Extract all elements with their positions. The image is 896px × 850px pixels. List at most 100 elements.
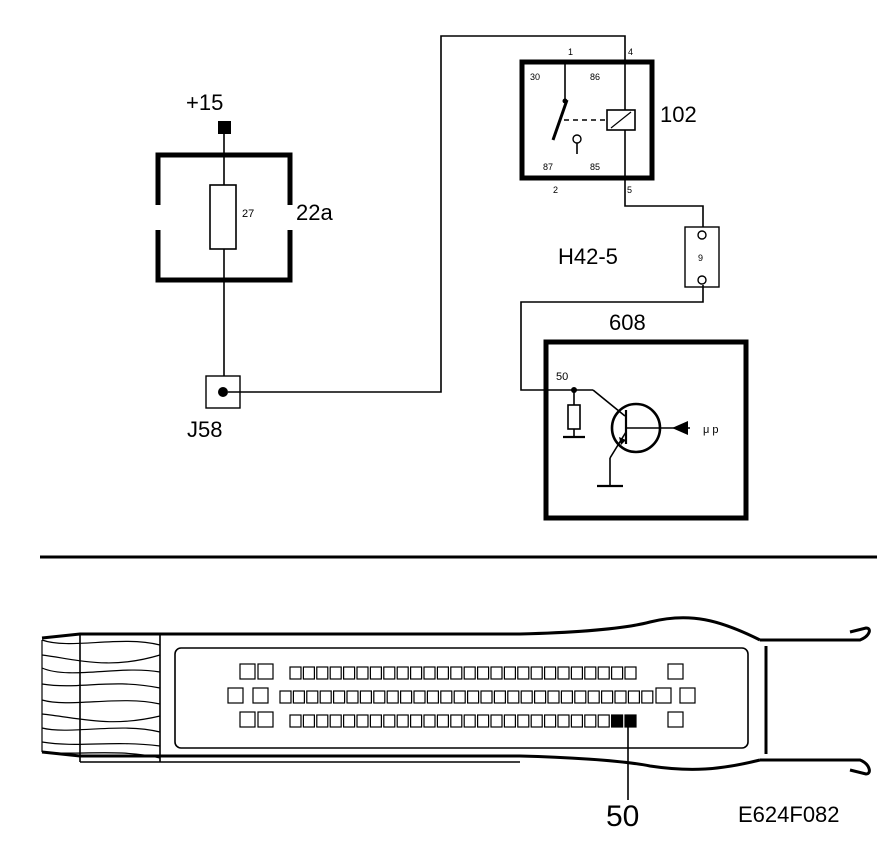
connector-pin-cell xyxy=(477,666,490,680)
connector-pin-cell xyxy=(316,714,329,728)
connector-pin-cell xyxy=(503,714,516,728)
pin-grid xyxy=(227,663,696,728)
connector-pin-cell xyxy=(547,690,560,704)
connector-pin-cell xyxy=(292,690,305,704)
connector-pin-cell xyxy=(574,690,587,704)
connector-pin-cell xyxy=(655,687,672,704)
connector-pin-cell xyxy=(453,690,466,704)
connector-pin-cell xyxy=(490,666,503,680)
connector-pin-cell xyxy=(533,690,547,704)
connector-pin-cell xyxy=(557,714,570,728)
connector-pin-cell xyxy=(543,666,557,680)
junction-label: J58 xyxy=(187,417,222,442)
connector-pin-cell xyxy=(227,687,244,704)
connector-pin-cell xyxy=(667,711,684,728)
connector-pin-cell xyxy=(624,666,637,680)
connector-pin-cell xyxy=(302,666,315,680)
connector-pin-cell xyxy=(463,714,476,728)
relay-terminal-85: 85 xyxy=(590,162,600,172)
pin-callout: 50 xyxy=(606,800,639,833)
connector-pin-cell xyxy=(570,714,584,728)
connector-pin-cell xyxy=(503,666,516,680)
connector-pin-cell xyxy=(400,690,413,704)
connector-pin-cell xyxy=(507,690,520,704)
connector-pin-cell xyxy=(570,666,584,680)
connector-pin-cell xyxy=(490,714,503,728)
connector-pin-cell xyxy=(493,690,506,704)
connector-pin-cell xyxy=(279,690,292,704)
control-unit-label: 608 xyxy=(609,310,646,335)
connector-pin-cell xyxy=(517,714,530,728)
connector-pin-cell xyxy=(369,714,382,728)
connector-pin-cell xyxy=(463,666,476,680)
connector-pin-cell xyxy=(610,666,624,680)
connector-pin-cell xyxy=(530,666,543,680)
supply-terminal xyxy=(218,121,231,134)
connector-pin-cell xyxy=(520,690,533,704)
connector-pin-cell xyxy=(450,714,463,728)
connector-pin-cell xyxy=(369,666,382,680)
connector-pin-cell xyxy=(346,690,359,704)
relay-pin-4: 4 xyxy=(628,47,633,57)
connector-pin-cell xyxy=(641,690,654,704)
connector-pin-cell xyxy=(480,690,493,704)
control-unit-pin: 50 xyxy=(556,371,568,383)
connector-pin-cell xyxy=(410,714,423,728)
connector-pin-cell xyxy=(373,690,386,704)
connector-label: H42-5 xyxy=(558,244,618,269)
connector-pin-50 xyxy=(624,714,637,728)
connector-pin-cell xyxy=(413,690,426,704)
connector-pin-cell xyxy=(257,663,274,680)
control-unit-608: 608 50 μ p xyxy=(543,310,749,521)
connector-h42-5: 9 H42-5 xyxy=(558,226,720,288)
connector-pin-cell xyxy=(302,714,315,728)
connector-pin-cell xyxy=(584,666,597,680)
connector-pin-cell xyxy=(356,714,369,728)
connector-pin-cell xyxy=(329,666,342,680)
connector-pin-cell xyxy=(257,711,274,728)
connector-pin-cell xyxy=(667,663,684,680)
connector-pin-cell xyxy=(450,666,463,680)
connector-pin-cell xyxy=(343,714,356,728)
connector-pin-cell xyxy=(477,714,490,728)
connector-pin-cell xyxy=(396,666,409,680)
connector-pin-cell xyxy=(436,666,449,680)
control-unit-input: μ p xyxy=(703,424,719,436)
fuse-box: 27 22a xyxy=(155,152,333,283)
connector-pin-cell xyxy=(383,714,396,728)
relay-102: 1 4 2 5 30 86 87 85 102 xyxy=(519,47,697,195)
connector-pin-cell xyxy=(436,714,449,728)
connector-pin-cell xyxy=(410,666,423,680)
supply-label: +15 xyxy=(186,90,223,115)
relay-pin-2: 2 xyxy=(553,185,558,195)
figure-code: E624F082 xyxy=(738,802,840,827)
connector-pin-cell xyxy=(386,690,399,704)
connector-pin-cell xyxy=(316,666,329,680)
connector-pin-cell xyxy=(614,690,627,704)
connector-pin-cell xyxy=(627,690,641,704)
connector-pin-cell xyxy=(319,690,332,704)
relay-pin-5: 5 xyxy=(627,185,632,195)
relay-pin-1: 1 xyxy=(568,47,573,57)
connector-pin-cell xyxy=(289,666,302,680)
connector-pin-cell xyxy=(359,690,372,704)
connector-pin-50 xyxy=(610,714,624,728)
connector-pin-cell xyxy=(239,711,256,728)
wire-harness xyxy=(41,639,161,759)
junction-j58: J58 xyxy=(187,375,241,442)
relay-terminal-86: 86 xyxy=(590,72,600,82)
connector-pin-cell xyxy=(423,714,436,728)
connector-pin-cell xyxy=(343,666,356,680)
connector-pin-cell xyxy=(426,690,439,704)
connector-pin-cell xyxy=(239,663,256,680)
connector-pin-cell xyxy=(306,690,319,704)
connector-pin-cell xyxy=(423,666,436,680)
connector-pin-cell xyxy=(597,666,610,680)
connector-pin-cell xyxy=(543,714,557,728)
connector-pin-cell xyxy=(356,666,369,680)
connector-pin-cell xyxy=(597,714,610,728)
connector-pin-cell xyxy=(467,690,480,704)
fuse-label: 27 xyxy=(242,208,254,220)
connector-pin-cell xyxy=(600,690,614,704)
